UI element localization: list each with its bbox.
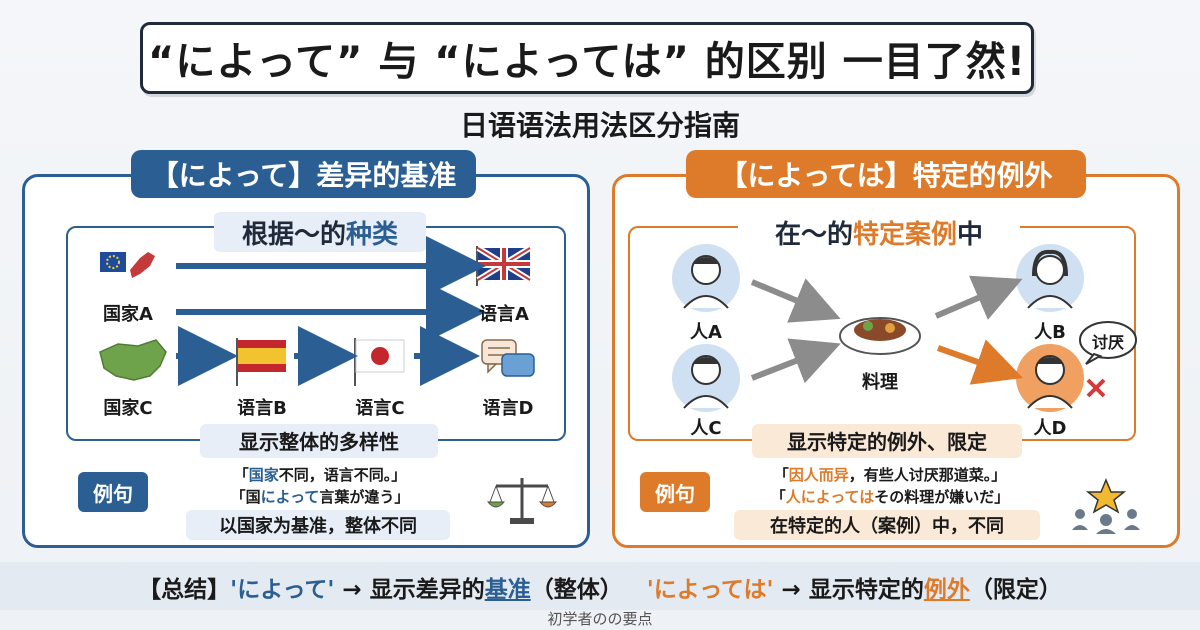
label-lang-b: 语言B — [237, 398, 287, 419]
left-panel-header: 【によって】差异的基准 — [131, 150, 476, 198]
label-lang-a: 语言A — [479, 304, 529, 325]
summary-term-2: 'によっては' — [646, 577, 774, 603]
right-subtag: 在～的特定案例中 — [738, 212, 1020, 252]
label-lang-d: 语言D — [482, 398, 534, 419]
person-d-icon — [1016, 344, 1084, 412]
person-a-icon — [672, 244, 740, 312]
label-person-b: 人B — [1034, 322, 1066, 343]
person-b-icon — [1016, 244, 1084, 312]
right-example-2: 「人によってはその料理が嫌いだ」 — [730, 486, 1050, 507]
dislike-bubble-icon — [1079, 321, 1137, 365]
left-example-2: 「国によって言葉が違う」 — [170, 486, 470, 507]
summary-arrow-2: → 显示特定的 — [773, 577, 924, 603]
summary-prefix: 【总结】 — [138, 577, 231, 603]
chat-bubbles-icon — [481, 339, 535, 377]
label-person-a: 人A — [690, 322, 722, 343]
left-example-summary: 以国家为基准，整体不同 — [186, 510, 450, 540]
footer-note: 初学者のの要点 — [547, 610, 653, 628]
summary-text: 【总结】'によって' → 显示差异的基准（整体） 'によっては' → 显示特定的… — [0, 570, 1200, 604]
left-ex1-pre: 「 — [233, 466, 249, 484]
left-subtag-b: 种类 — [346, 220, 399, 250]
title-box: “によって” 与 “によっては” 的区别 一目了然! — [140, 22, 1034, 94]
eu-japan-icon — [100, 252, 155, 278]
page-title: “によって” 与 “によっては” 的区别 一目了然! — [148, 39, 1026, 85]
arrow-a-to-dish — [750, 278, 841, 323]
label-dislike: 讨厌 — [1091, 333, 1124, 352]
left-ex2-highlight: によって — [260, 488, 320, 506]
summary-suffix-2: （限定） — [969, 577, 1062, 603]
right-ex1-highlight: 因人而异 — [788, 466, 849, 484]
label-country-a: 国家A — [103, 304, 153, 325]
right-panel-header: 【によっては】特定的例外 — [686, 150, 1086, 198]
right-ex2-highlight: 人によっては — [785, 488, 875, 506]
left-example-1: 「国家不同，语言不同。」 — [170, 464, 470, 485]
left-example-tag: 例句 — [78, 472, 148, 512]
summary-arrow-1: → 显示差异的 — [334, 577, 485, 603]
summary-suffix-1: （整体） — [530, 577, 623, 603]
right-example-summary: 在特定的人（案例）中，不同 — [734, 510, 1040, 540]
summary-key-1: 基准 — [484, 577, 531, 603]
person-c-icon — [672, 344, 740, 412]
label-country-c: 国家C — [103, 398, 153, 419]
left-subtag-a: 根据～的 — [241, 220, 346, 250]
right-example-tag: 例句 — [640, 472, 710, 512]
right-subtag-b: 特定案例 — [852, 220, 957, 250]
spain-flag-icon — [236, 338, 286, 386]
page-subtitle: 日语语法用法区分指南 — [459, 109, 740, 142]
right-ex2-pre: 「 — [770, 488, 786, 506]
left-caption: 显示整体的多样性 — [200, 424, 438, 458]
left-ex1-highlight: 国家 — [248, 466, 279, 484]
china-map-icon — [99, 339, 167, 381]
cross-icon — [1086, 378, 1106, 398]
star-audience-icon — [1072, 478, 1140, 534]
right-subtag-a: 在～的 — [774, 220, 853, 250]
right-ex1-post: ，有些人讨厌那道菜。」 — [848, 466, 1007, 484]
arrow-c-to-dish — [750, 338, 841, 384]
uk-flag-icon — [476, 245, 532, 286]
japan-flag-icon — [354, 338, 405, 386]
right-ex2-post: その料理が嫌いだ」 — [874, 488, 1010, 506]
left-ex2-post: 言葉が違う」 — [319, 488, 410, 506]
balance-scale-icon — [486, 478, 558, 524]
left-subtag: 根据～的种类 — [214, 212, 426, 252]
summary-term-1: 'によって' — [230, 577, 335, 603]
label-dish: 料理 — [862, 372, 898, 393]
right-subtag-c: 中 — [957, 220, 984, 250]
right-ex1-pre: 「 — [773, 466, 789, 484]
label-person-d: 人D — [1033, 418, 1067, 439]
left-ex1-post: 不同，语言不同。」 — [278, 466, 407, 484]
right-caption: 显示特定的例外、限定 — [752, 424, 1022, 458]
summary-key-2: 例外 — [923, 577, 970, 603]
label-person-c: 人C — [690, 418, 722, 439]
summary-bar — [0, 562, 1200, 610]
arrow-dish-to-d — [937, 339, 1023, 385]
label-lang-c: 语言C — [355, 398, 405, 419]
arrow-dish-to-b — [934, 275, 1023, 320]
right-example-1: 「因人而异，有些人讨厌那道菜。」 — [730, 464, 1050, 485]
left-ex2-pre: 「国 — [230, 488, 261, 506]
dish-icon — [839, 317, 921, 355]
